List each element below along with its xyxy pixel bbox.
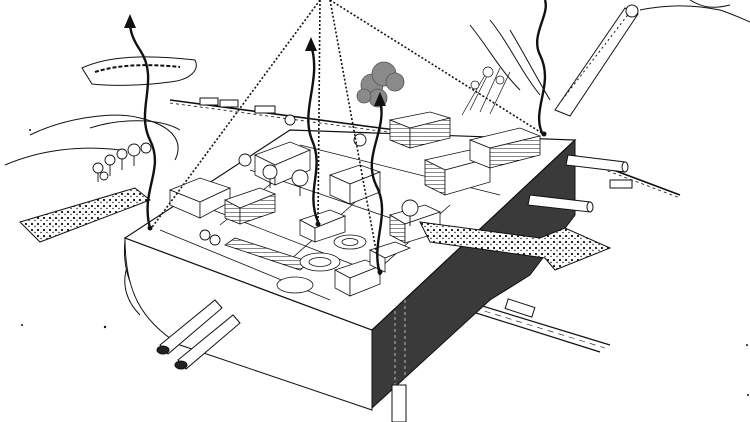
hill-contour: [689, 0, 731, 8]
train-car: [254, 105, 276, 114]
hill-contour: [639, 5, 750, 23]
train-car: [609, 179, 633, 189]
terrain-line: [489, 19, 541, 96]
arrow-up-icon: [305, 37, 317, 51]
block-soil-face: [124, 237, 373, 411]
landscape-background: [4, 0, 750, 316]
wavy-flow-line: [307, 44, 320, 223]
flow-arrows: [128, 0, 548, 276]
arrow-heads: [124, 14, 386, 106]
arrow-origin-dots: [147, 131, 547, 275]
field-strip-left: [19, 187, 151, 243]
wavy-flow-line: [128, 21, 157, 229]
tree-row-left: [92, 142, 152, 182]
arrow-up-icon: [124, 14, 136, 28]
floating-land-left: [81, 56, 197, 86]
river-flow-arrow: [419, 221, 612, 271]
underground-pipes: [394, 300, 406, 420]
arrow-up-icon: [374, 92, 386, 106]
train-car: [199, 97, 219, 106]
city-trees: [199, 114, 419, 246]
radiating-dashed-lines: [149, 0, 546, 273]
tree-cluster-upper: [461, 66, 511, 116]
vertical-pipe-bottom: [391, 384, 407, 422]
wavy-flow-line: [370, 99, 384, 276]
smoke-cloud-icon: [356, 61, 405, 108]
hill-contour: [29, 114, 179, 161]
vehicle: [504, 298, 536, 318]
terrain-line: [509, 29, 551, 101]
outflow-pipes-right: [527, 154, 629, 213]
hill-contour: [89, 120, 181, 131]
outflow-pipes-left: [156, 299, 241, 370]
hill-contour: [4, 147, 121, 166]
train-car: [219, 99, 239, 108]
pipe-upper-right: [554, 4, 639, 117]
specks: [21, 129, 749, 396]
wavy-flow-line: [535, 0, 548, 136]
terrain-line: [469, 24, 521, 91]
